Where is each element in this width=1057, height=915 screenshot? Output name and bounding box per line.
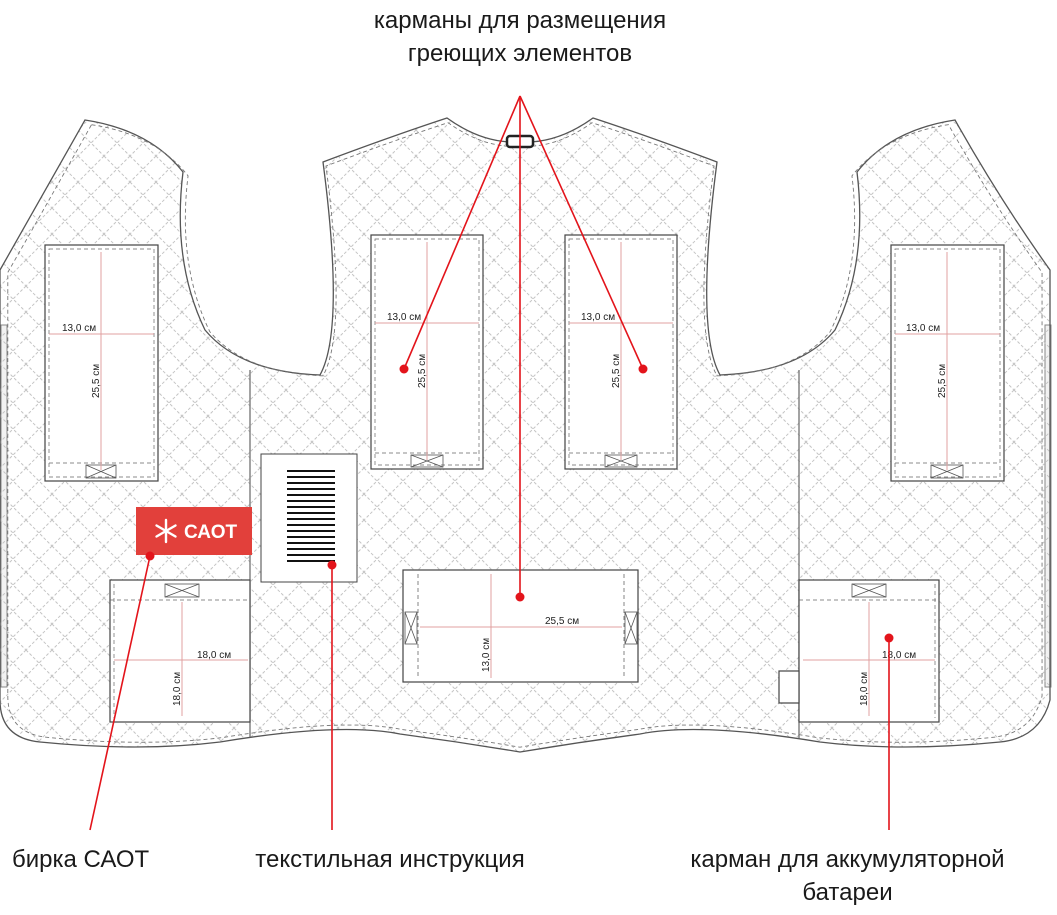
pocket-4-height: 25,5 см <box>937 364 948 398</box>
pocket-2-height: 25,5 см <box>417 354 428 388</box>
pocket-3-width: 13,0 см <box>581 312 615 323</box>
pocket-1-height: 25,5 см <box>91 364 102 398</box>
pocket-4-width: 13,0 см <box>906 323 940 334</box>
textile-instruction-caption: текстильная инструкция <box>255 846 525 873</box>
lower-center-width: 25,5 см <box>545 616 579 627</box>
heating-pocket-1: 13,0 см 25,5 см <box>44 244 159 482</box>
lower-left-height: 18,0 см <box>172 672 183 706</box>
lower-center-height: 13,0 см <box>481 638 492 672</box>
battery-pocket: 18,0 см 18,0 см <box>778 579 940 723</box>
battery-pocket-height: 18,0 см <box>859 672 870 706</box>
caot-brand-tag: САОТ <box>136 507 252 555</box>
lower-left-pocket: 18,0 см 18,0 см <box>109 579 251 723</box>
battery-pocket-caption-line1: карман для аккумуляторной <box>690 846 1005 873</box>
battery-pocket-caption: карман для аккумуляторной батареи <box>640 843 1055 909</box>
caot-tag-caption: бирка САОТ <box>12 846 150 873</box>
heating-pockets-caption: карманы для размещения греющих элементов <box>290 4 750 70</box>
heating-pocket-3: 13,0 см 25,5 см <box>564 234 678 470</box>
annotation-dots <box>145 364 894 643</box>
heating-pockets-caption-line1: карманы для размещения <box>373 7 667 34</box>
asterisk-logo-icon <box>155 518 177 544</box>
vest-body <box>0 117 1051 753</box>
pocket-2-width: 13,0 см <box>387 312 421 323</box>
heating-pocket-2: 13,0 см 25,5 см <box>370 234 484 470</box>
heating-pockets-caption-line2: греющих элементов <box>407 40 633 67</box>
caot-brand-text: САОТ <box>184 522 237 543</box>
textile-instruction-label <box>260 453 358 583</box>
heating-pocket-4: 13,0 см 25,5 см <box>890 244 1005 482</box>
annotation-lines <box>89 95 890 831</box>
pocket-3-height: 25,5 см <box>611 354 622 388</box>
battery-pocket-caption-line2: батареи <box>802 879 893 906</box>
pocket-1-width: 13,0 см <box>62 323 96 334</box>
lower-left-width: 18,0 см <box>197 650 231 661</box>
battery-pocket-width: 18,0 см <box>882 650 916 661</box>
